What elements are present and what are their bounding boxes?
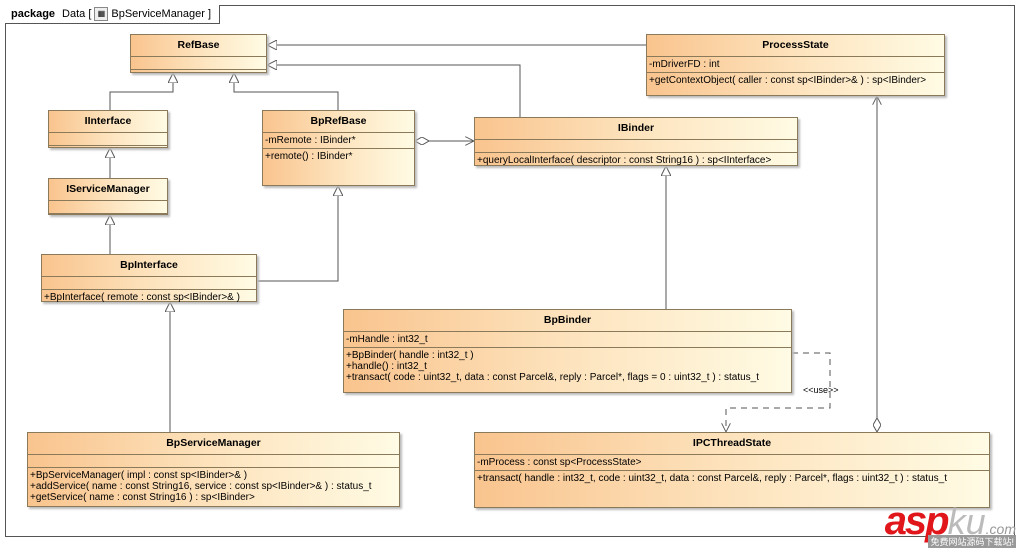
attributes-compartment <box>475 140 797 153</box>
operations-compartment: +BpInterface( remote : const sp<IBinder>… <box>42 290 256 305</box>
operation: +getContextObject( caller : const sp<IBi… <box>649 75 927 86</box>
dependency-bpbinder-ipcthreadstate <box>726 352 831 432</box>
attributes-compartment <box>49 201 167 214</box>
operations-compartment: +getContextObject( caller : const sp<IBi… <box>647 73 944 88</box>
attributes-compartment <box>131 57 266 70</box>
operation: +transact( code : uint32_t, data : const… <box>346 372 759 383</box>
package-tab: package Data [ ▦ BpServiceManager ] <box>5 5 221 24</box>
generalization-bprefbase-refbase <box>234 73 339 110</box>
diagram-name: BpServiceManager <box>111 8 205 20</box>
class-name: BpInterface <box>42 255 256 277</box>
class-name: IServiceManager <box>49 179 167 201</box>
class-name: RefBase <box>131 35 266 57</box>
class-bpbinder[interactable]: BpBinder -mHandle : int32_t +BpBinder( han… <box>343 309 792 393</box>
package-close: ] <box>207 8 212 20</box>
class-bpservicemanager[interactable]: BpServiceManager +BpServiceManager( impl … <box>27 432 400 507</box>
generalization-bpinterface-bprefbase <box>257 186 338 282</box>
operation: +addService( name : const String16, serv… <box>30 481 372 492</box>
attributes-compartment: -mHandle : int32_t <box>344 332 791 348</box>
class-refbase[interactable]: RefBase <box>130 34 267 73</box>
attributes-compartment <box>49 133 167 146</box>
attributes-compartment: -mDriverFD : int <box>647 57 944 73</box>
operations-compartment <box>131 70 266 82</box>
operations-compartment <box>49 214 167 226</box>
class-bpinterface[interactable]: BpInterface +BpInterface( remote : const … <box>41 254 257 305</box>
operation: +BpInterface( remote : const sp<IBinder>… <box>44 292 240 303</box>
class-name: IInterface <box>49 111 167 133</box>
operation: +remote() : IBinder* <box>265 151 353 162</box>
attributes-compartment: -mProcess : const sp<ProcessState> <box>475 455 989 471</box>
operations-compartment <box>49 146 167 158</box>
attribute: -mHandle : int32_t <box>346 334 428 345</box>
class-name: BpServiceManager <box>28 433 399 455</box>
class-ipcthreadstate[interactable]: IPCThreadState -mProcess : const sp<Proce… <box>474 432 990 508</box>
class-name: IPCThreadState <box>475 433 989 455</box>
class-iservicemanager[interactable]: IServiceManager <box>48 178 168 215</box>
attributes-compartment <box>28 455 399 468</box>
generalization-ibinder-refbase <box>267 65 521 117</box>
attribute: -mProcess : const sp<ProcessState> <box>477 457 642 468</box>
operation: +getService( name : const String16 ) : s… <box>30 492 255 503</box>
operations-compartment: +remote() : IBinder* <box>263 149 414 164</box>
class-iinterface[interactable]: IInterface <box>48 110 168 148</box>
operations-compartment: +BpBinder( handle : int32_t )+handle() :… <box>344 348 791 385</box>
operations-compartment: +BpServiceManager( impl : const sp<IBind… <box>28 468 399 505</box>
class-name: IBinder <box>475 118 797 140</box>
generalization-iinterface-refbase <box>109 73 173 110</box>
class-diagram-icon: ▦ <box>94 7 109 21</box>
operations-compartment: +queryLocalInterface( descriptor : const… <box>475 153 797 168</box>
attribute: -mRemote : IBinder* <box>265 135 356 146</box>
attributes-compartment: -mRemote : IBinder* <box>263 133 414 149</box>
class-processstate[interactable]: ProcessState -mDriverFD : int +getContextO… <box>646 34 945 96</box>
class-name: ProcessState <box>647 35 944 57</box>
package-name: Data [ <box>62 8 92 20</box>
package-frame <box>5 5 1015 537</box>
operation: +queryLocalInterface( descriptor : const… <box>477 155 772 166</box>
package-keyword: package <box>11 8 56 20</box>
watermark-logo: aspku.com 免费网站源码下载站! <box>884 499 1016 548</box>
dependency-label: <<use>> <box>803 385 839 395</box>
operations-compartment: +transact( handle : int32_t, code : uint… <box>475 471 989 486</box>
operation: +handle() : int32_t <box>346 361 427 372</box>
operation: +BpServiceManager( impl : const sp<IBind… <box>30 470 248 481</box>
operation: +transact( handle : int32_t, code : uint… <box>477 473 947 484</box>
attribute: -mDriverFD : int <box>649 59 720 70</box>
attributes-compartment <box>42 277 256 290</box>
class-ibinder[interactable]: IBinder +queryLocalInterface( descriptor … <box>474 117 798 166</box>
class-name: BpBinder <box>344 310 791 332</box>
operation: +BpBinder( handle : int32_t ) <box>346 350 474 361</box>
class-bprefbase[interactable]: BpRefBase -mRemote : IBinder* +remote() : … <box>262 110 415 186</box>
class-name: BpRefBase <box>263 111 414 133</box>
